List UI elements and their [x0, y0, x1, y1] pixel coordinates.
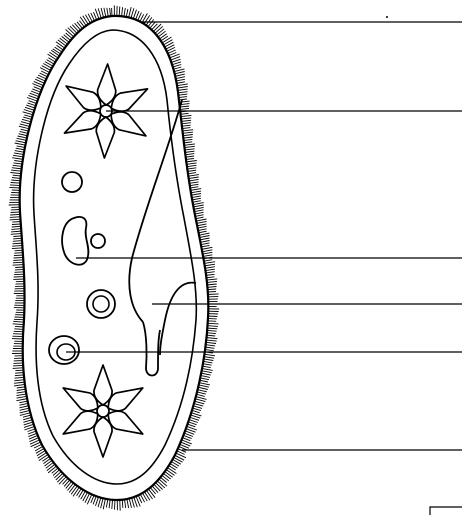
- radiating-canal: [98, 64, 116, 105]
- radiating-canal: [108, 411, 143, 434]
- food-vacuole-middle-outer: [87, 290, 115, 318]
- oral-groove-right-edge: [160, 283, 196, 355]
- radiating-canal: [63, 388, 98, 411]
- radiating-canal: [63, 411, 98, 434]
- radiating-canal: [108, 388, 143, 411]
- gullet: [143, 322, 160, 376]
- radiating-canal: [96, 117, 114, 158]
- radiating-canal: [111, 89, 147, 111]
- radiating-canal: [65, 111, 101, 133]
- stray-dot: [386, 16, 388, 18]
- contractile-vacuole-bottom: [63, 365, 143, 457]
- micronucleus: [91, 234, 105, 248]
- vacuole-center: [97, 405, 109, 417]
- radiating-canal: [66, 86, 101, 110]
- corner-bracket: [430, 507, 462, 515]
- food-vacuole-small-top: [62, 172, 82, 192]
- label-lines: [66, 22, 462, 450]
- food-vacuole-middle-inner: [93, 296, 109, 312]
- radiating-canal: [111, 112, 146, 136]
